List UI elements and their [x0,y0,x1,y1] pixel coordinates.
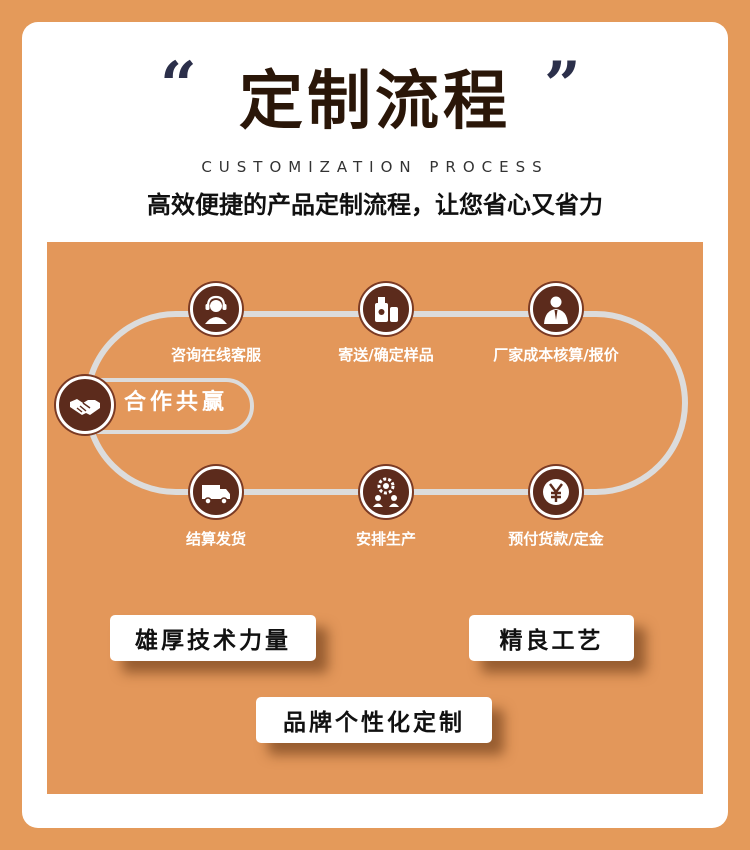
step-production-node [360,466,412,518]
step-deposit-node [530,466,582,518]
step-sample-node [360,283,412,335]
handshake-icon [70,399,100,415]
step-production-label: 安排生产 [355,530,416,548]
step-sample-label: 寄送/确定样品 [338,346,434,364]
chinese-subtitle: 高效便捷的产品定制流程，让您省心又省力 [147,191,603,219]
step-shipping-label: 结算发货 [185,530,246,548]
step-quote-label: 厂家成本核算/报价 [493,346,619,364]
step-consult-label: 咨询在线客服 [170,346,261,364]
feature-tech-tag: 雄厚技术力量 [110,615,316,661]
gears-workers-icon [373,477,399,507]
feature-craft-tag: 精良工艺 [469,615,634,661]
sample-bottles-icon [375,297,398,322]
feature-brand-tag: 品牌个性化定制 [256,697,492,743]
cooperation-label: 合作共赢 [124,390,229,415]
businessman-icon [544,296,568,324]
customer-service-icon [205,295,227,324]
step-shipping-node [190,466,242,518]
step-consult-node [190,283,242,335]
yen-coin-icon [543,479,569,505]
english-subtitle: CUSTOMIZATION PROCESS [201,158,549,176]
close-quote-mark: ” [544,48,581,123]
step-quote-node [530,283,582,335]
step-deposit-label: 预付货款/定金 [508,530,604,548]
cooperation-node [56,376,114,434]
delivery-truck-icon [202,485,230,505]
page-title: 定制流程 [239,65,511,139]
open-quote-mark: “ [160,48,197,123]
